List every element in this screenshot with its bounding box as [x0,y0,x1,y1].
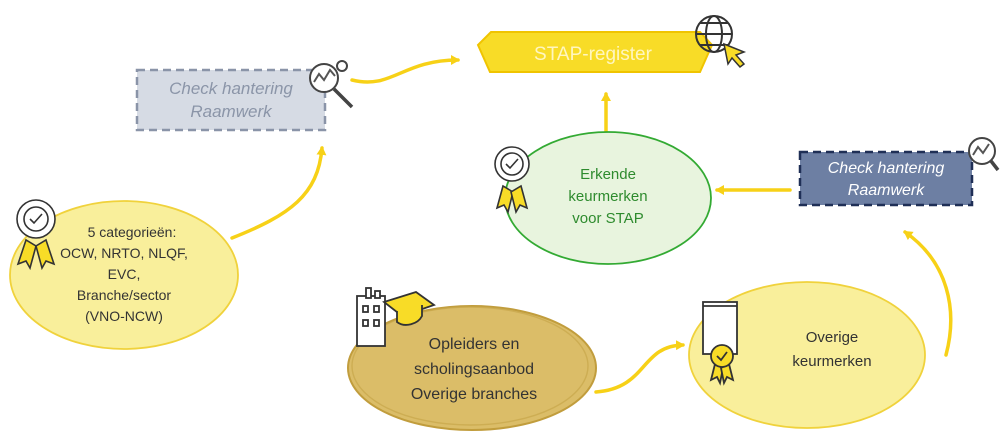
categories-line-3: EVC, [108,266,141,282]
certificate-icon [702,301,738,386]
opleiders-line-3: Overige branches [411,386,537,403]
overige-line-1: Overige [806,329,859,346]
categories-ellipse [9,200,239,350]
globe-cursor-icon [695,15,747,69]
check-left-node: Check hantering Raamwerk [135,68,327,132]
arrow-opleiders-to-overige [594,340,685,394]
check-right-box [798,150,974,207]
opleiders-node: Opleiders en scholingsaanbod Overige bra… [347,305,597,431]
magnifier-chart-icon [309,60,354,109]
check-right-line-1: Check hantering [828,160,945,177]
categories-node: 5 categorieën: OCW, NRTO, NLQF, EVC, Bra… [9,200,239,350]
check-right-line-2: Raamwerk [848,182,925,199]
categories-line-2: OCW, NRTO, NLQF, [60,245,188,261]
award-badge-icon [494,146,530,215]
categories-line-5: (VNO-NCW) [85,308,163,324]
arrow-overige-to-check [903,230,953,357]
check-left-line-2: Raamwerk [190,102,273,121]
building-graduation-cap-icon [356,287,436,347]
opleiders-line-2: scholingsaanbod [414,361,534,378]
categories-line-1: 5 categorieën: [88,224,177,240]
opleiders-ellipse [347,305,597,431]
arrow-categories-to-check [230,146,327,240]
overige-line-2: keurmerken [792,353,871,370]
check-left-line-1: Check hantering [169,79,293,98]
arrows [230,55,953,394]
arrow-check-to-stap [350,55,460,84]
erkende-line-1: Erkende [580,166,636,183]
overige-node: Overige keurmerken [688,281,926,429]
overige-ellipse [688,281,926,429]
erkende-node: Erkende keurmerken voor STAP [504,131,712,265]
stap-register-node: STAP-register [476,31,714,73]
categories-line-4: Branche/sector [77,287,171,303]
opleiders-line-1: Opleiders en [429,336,520,353]
erkende-line-3: voor STAP [572,210,643,227]
award-badge-icon [16,199,56,271]
check-right-node: Check hantering Raamwerk [798,150,974,207]
check-left-box [135,68,327,132]
erkende-line-2: keurmerken [568,188,647,205]
magnifier-chart-icon [968,137,1000,172]
stap-register-label: STAP-register [534,44,653,65]
